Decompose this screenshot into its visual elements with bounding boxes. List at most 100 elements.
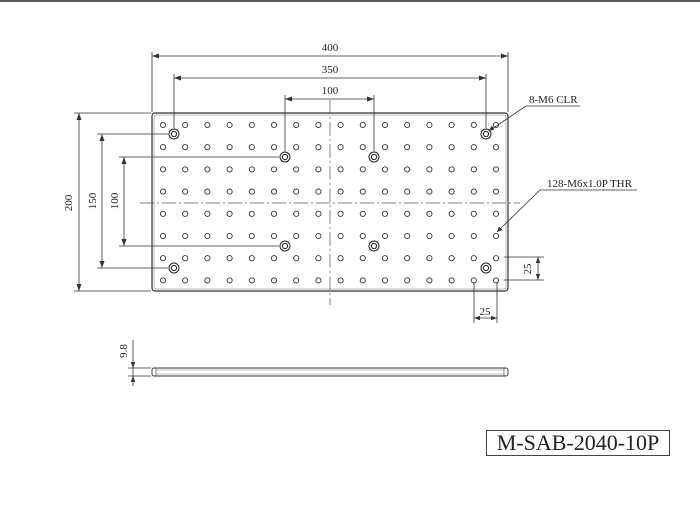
- threaded-hole: [226, 166, 233, 173]
- dimension-350: [173, 74, 487, 128]
- threaded-hole: [337, 210, 344, 217]
- threaded-hole: [448, 144, 455, 151]
- threaded-hole: [315, 144, 322, 151]
- dimension-25-vertical: [504, 256, 544, 281]
- threaded-hole: [359, 144, 366, 151]
- threaded-hole: [448, 210, 455, 217]
- threaded-hole: [404, 255, 411, 262]
- threaded-hole: [426, 144, 433, 151]
- part-number-title: M-SAB-2040-10P: [486, 430, 670, 456]
- threaded-hole: [426, 255, 433, 262]
- threaded-hole: [337, 188, 344, 195]
- threaded-hole: [270, 166, 278, 173]
- threaded-hole: [492, 232, 500, 240]
- threaded-hole: [492, 188, 500, 195]
- threaded-hole: [470, 144, 477, 151]
- dimension-25-vertical-label: 25: [522, 263, 534, 275]
- threaded-hole: [248, 210, 255, 217]
- threaded-hole: [470, 188, 477, 195]
- threaded-hole: [182, 255, 189, 262]
- threaded-hole: [337, 121, 344, 129]
- threaded-hole: [204, 144, 211, 151]
- threaded-hole: [159, 166, 167, 173]
- threaded-hole: [270, 188, 278, 195]
- mounting-hole: [368, 151, 380, 163]
- threaded-hole: [159, 277, 167, 284]
- threaded-hole: [293, 144, 300, 151]
- threaded-hole: [359, 188, 366, 195]
- threaded-hole: [226, 255, 233, 262]
- threaded-hole: [381, 121, 389, 129]
- threaded-hole: [159, 121, 167, 129]
- threaded-hole: [448, 188, 455, 195]
- threaded-hole: [448, 121, 455, 129]
- threaded-hole: [426, 210, 433, 217]
- threaded-hole: [159, 255, 167, 262]
- threaded-hole: [204, 166, 211, 173]
- threaded-hole: [470, 166, 477, 173]
- threaded-hole: [404, 166, 411, 173]
- threaded-hole: [226, 210, 233, 217]
- threaded-hole: [159, 210, 167, 217]
- threaded-hole: [159, 188, 167, 195]
- dimension-200-label: 200: [63, 194, 75, 211]
- callout-threaded-label: 128-M6x1.0P THR: [547, 178, 633, 190]
- threaded-hole: [359, 210, 366, 217]
- threaded-hole: [248, 188, 255, 195]
- threaded-hole: [315, 277, 322, 284]
- threaded-hole: [470, 232, 477, 240]
- threaded-hole: [226, 144, 233, 151]
- dimension-100-vertical: [119, 156, 279, 247]
- threaded-hole: [404, 210, 411, 217]
- threaded-hole: [359, 232, 366, 240]
- threaded-hole: [404, 188, 411, 195]
- mounting-hole: [368, 240, 380, 252]
- threaded-hole: [182, 121, 189, 129]
- mounting-hole: [480, 262, 492, 274]
- threaded-hole: [270, 255, 278, 262]
- threaded-hole: [204, 188, 211, 195]
- dimension-400-label: 400: [322, 42, 339, 54]
- callout-mounting-label: 8-M6 CLR: [529, 94, 578, 106]
- threaded-hole: [492, 277, 500, 284]
- callout-threaded-leader: [496, 189, 637, 233]
- threaded-hole: [492, 255, 500, 262]
- threaded-hole: [359, 277, 366, 284]
- threaded-hole: [315, 121, 322, 129]
- threaded-hole: [315, 232, 322, 240]
- threaded-hole: [293, 277, 300, 284]
- threaded-hole: [293, 188, 300, 195]
- threaded-hole: [226, 121, 233, 129]
- side-view-plate: [151, 367, 509, 377]
- threaded-hole: [381, 277, 389, 284]
- threaded-hole: [359, 121, 366, 129]
- threaded-hole: [248, 255, 255, 262]
- threaded-hole: [315, 210, 322, 217]
- threaded-hole: [226, 277, 233, 284]
- dimension-thickness-label: 9.8: [118, 344, 130, 358]
- dimension-25-horizontal-label: 25: [480, 306, 492, 318]
- threaded-hole: [204, 232, 211, 240]
- threaded-hole: [337, 277, 344, 284]
- threaded-hole: [182, 210, 189, 217]
- threaded-hole: [182, 188, 189, 195]
- threaded-hole: [270, 121, 278, 129]
- threaded-hole: [182, 166, 189, 173]
- threaded-hole: [204, 255, 211, 262]
- threaded-hole: [426, 121, 433, 129]
- threaded-hole: [470, 210, 477, 217]
- threaded-hole: [204, 210, 211, 217]
- threaded-hole: [404, 144, 411, 151]
- threaded-hole: [248, 232, 255, 240]
- threaded-hole: [492, 166, 500, 173]
- threaded-hole: [337, 166, 344, 173]
- threaded-hole: [226, 232, 233, 240]
- mounting-hole: [168, 128, 180, 140]
- threaded-hole: [492, 121, 500, 129]
- threaded-hole: [448, 277, 455, 284]
- threaded-hole: [293, 121, 300, 129]
- threaded-hole: [204, 277, 211, 284]
- threaded-hole: [381, 255, 389, 262]
- threaded-hole: [293, 210, 300, 217]
- threaded-hole-grid: [159, 121, 500, 284]
